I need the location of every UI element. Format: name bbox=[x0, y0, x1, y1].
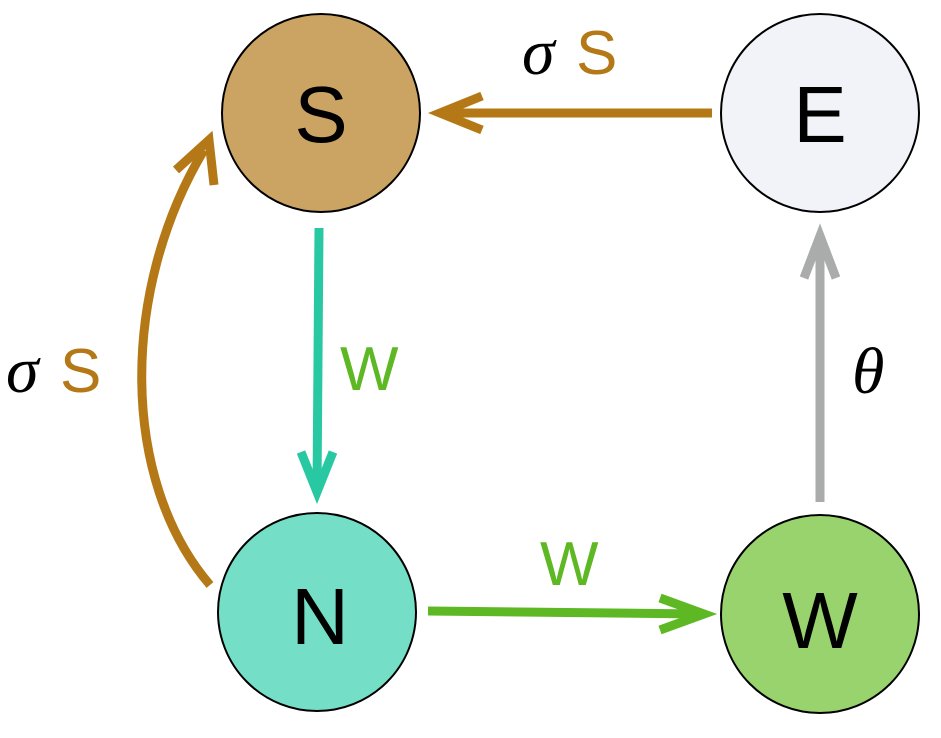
label-s-to-n: W bbox=[340, 335, 399, 404]
arrow-n-to-w bbox=[427, 593, 718, 635]
s-variable: S bbox=[60, 337, 101, 406]
arrow-w-to-e bbox=[799, 223, 841, 502]
node-s-label: S bbox=[294, 70, 347, 159]
label-e-to-s: σ S bbox=[522, 16, 617, 89]
arrow-n-to-s bbox=[137, 130, 219, 588]
node-w-label: W bbox=[782, 576, 858, 665]
node-e-label: E bbox=[793, 70, 846, 159]
node-s: S bbox=[221, 13, 421, 213]
node-e: E bbox=[720, 13, 920, 213]
sigma-symbol: σ bbox=[522, 16, 557, 89]
sigma-symbol: σ bbox=[6, 334, 41, 407]
label-w-to-e: θ bbox=[852, 335, 884, 408]
node-w: W bbox=[720, 514, 920, 714]
node-n-label: N bbox=[291, 572, 349, 661]
s-variable: S bbox=[576, 19, 617, 88]
label-n-to-s: σ S bbox=[6, 334, 101, 407]
node-n: N bbox=[217, 512, 417, 712]
arrow-e-to-s bbox=[428, 91, 712, 135]
label-n-to-w: W bbox=[540, 530, 599, 599]
arrow-s-to-n bbox=[296, 227, 338, 505]
